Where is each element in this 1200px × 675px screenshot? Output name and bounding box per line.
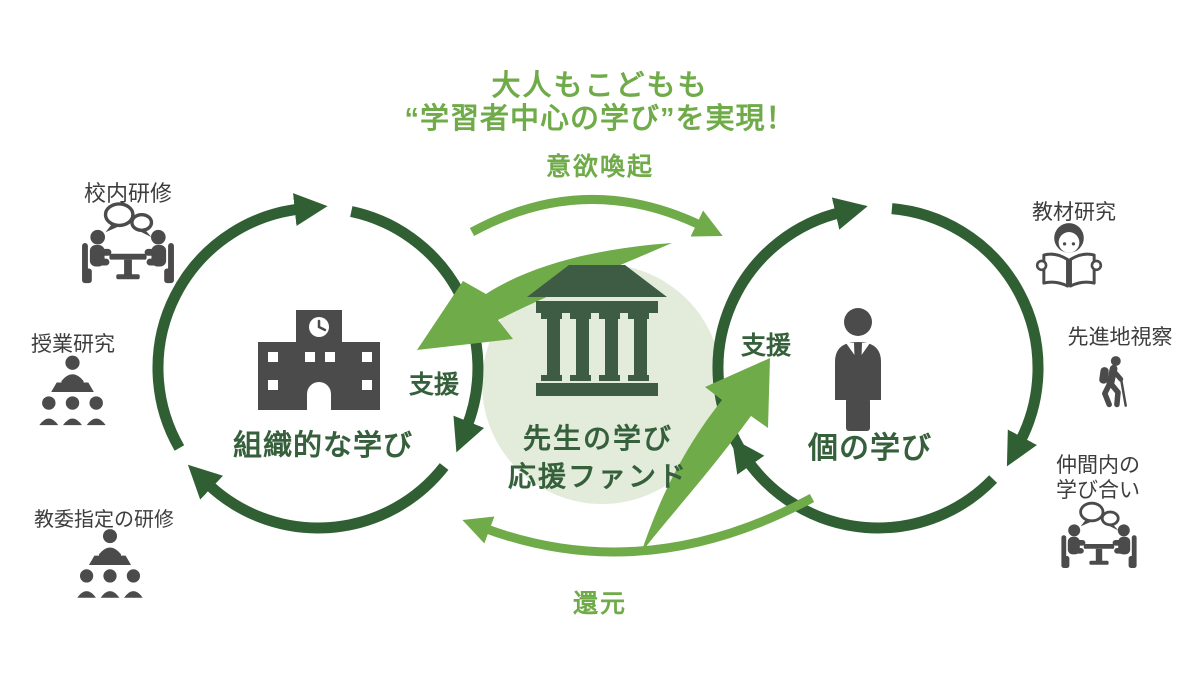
presentation-icon [39,355,106,426]
return-arrow [462,494,815,557]
meeting-icon [1059,501,1139,570]
label-lesson-study: 授業研究 [31,333,115,356]
right-cycle-label: 個の学び [808,432,932,465]
school-building-icon [258,310,380,410]
title-line-2: “学習者中心の学び”を実現！ [404,103,796,135]
businessman-icon [835,308,881,431]
motivation-arrow [469,195,723,237]
label-teaching-material-research: 教材研究 [1032,201,1116,224]
support-label-left: 支援 [408,371,460,399]
hiker-icon [1099,356,1126,406]
support-arrow-to-individual [641,358,770,553]
motivation-label: 意欲喚起 [545,153,655,181]
presentation-icon [77,529,143,598]
reading-icon [1035,221,1103,288]
title-line-1: 大人もこどもも [491,70,709,102]
fund-name-line-2: 応援ファンド [507,461,689,492]
bank-icon [527,265,667,396]
return-label: 還元 [572,590,628,618]
label-advanced-site-visit: 先進地視察 [1067,326,1173,349]
left-cycle-label: 組織的な学び [232,430,414,462]
label-school-training: 校内研修 [83,181,173,206]
label-board-designated-training: 教委指定の研修 [34,509,174,531]
meeting-icon [80,202,176,285]
fund-name-line-1: 先生の学び [522,423,674,454]
label-peer-learning: 仲間内の 学び合い [1056,454,1140,502]
support-label-right: 支援 [740,332,792,360]
